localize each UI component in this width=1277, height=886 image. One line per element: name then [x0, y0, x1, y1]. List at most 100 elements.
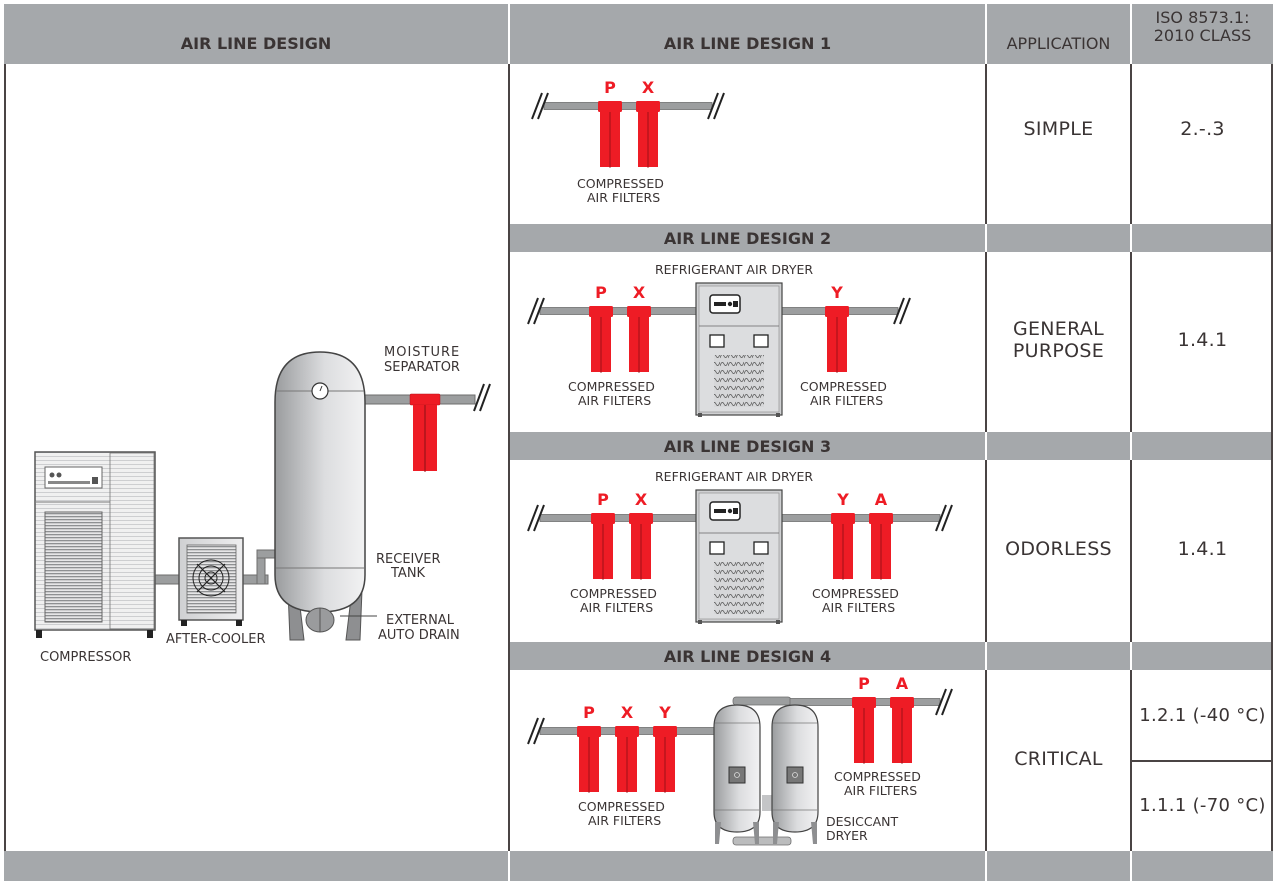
pipe [543, 102, 713, 110]
pipe-break-icon [893, 297, 911, 325]
filter-icon [890, 697, 914, 764]
filter-label-a: A [874, 490, 888, 509]
filter-label-x: X [620, 703, 634, 722]
filter-icon [577, 726, 601, 793]
application-simple: SIMPLE [1023, 118, 1094, 140]
filter-label-x: X [632, 283, 646, 302]
iso-split-line [1130, 760, 1273, 762]
filter-icon [636, 101, 660, 168]
divider-col2 [985, 64, 987, 224]
label-compressor: COMPRESSOR [40, 650, 132, 665]
iso-class-design-3: 1.4.1 [1177, 538, 1228, 560]
filter-icon [852, 697, 876, 764]
pipe-break-icon [707, 92, 725, 120]
divider-col1 [508, 64, 510, 851]
caption-compressed-d3: COMPRESSED [570, 586, 657, 601]
caption-compressed-right-d4: COMPRESSED [834, 769, 921, 784]
label-refrigerant-dryer-d2: REFRIGERANT AIR DRYER [655, 262, 814, 277]
border-right [1271, 64, 1273, 851]
pipe [732, 836, 792, 846]
filter-icon [591, 513, 615, 580]
caption-air-filters-right-d3: AIR FILTERS [822, 600, 896, 615]
iso-class-design-4a: 1.2.1 (-40 °C) [1139, 705, 1266, 726]
filter-label-y: Y [831, 283, 843, 302]
border-left [4, 64, 6, 851]
label-receiver-tank-1: RECEIVER [376, 552, 441, 567]
refrigerant-dryer-icon [695, 282, 783, 417]
pipe-break-icon [527, 504, 545, 532]
caption-compressed-right-d2: COMPRESSED [800, 379, 887, 394]
filter-label-p: P [597, 490, 609, 509]
moisture-separator-icon [409, 393, 441, 472]
pipe-break-icon [527, 297, 545, 325]
label-desiccant-dryer-2: DRYER [826, 828, 868, 843]
caption-air-filters-right-d4: AIR FILTERS [844, 783, 918, 798]
filter-icon [831, 513, 855, 580]
pipe-break-icon [531, 92, 549, 120]
caption-compressed-d4: COMPRESSED [578, 799, 665, 814]
filter-icon [615, 726, 639, 793]
receiver-tank-icon [274, 351, 377, 641]
header-application: APPLICATION [1006, 34, 1111, 53]
label-after-cooler: AFTER-COOLER [166, 632, 266, 647]
caption-air-filters-d2: AIR FILTERS [578, 393, 652, 408]
filter-icon [598, 101, 622, 168]
filter-icon [869, 513, 893, 580]
filter-icon [589, 306, 613, 373]
filter-label-p: P [604, 78, 616, 97]
caption-air-filters-d3: AIR FILTERS [580, 600, 654, 615]
filter-label-a: A [895, 674, 909, 693]
application-odorless: ODORLESS [1005, 538, 1112, 560]
application-general-1: GENERAL [1012, 318, 1105, 340]
footer-bar [4, 851, 1273, 881]
caption-compressed-right-d3: COMPRESSED [812, 586, 899, 601]
filter-label-p: P [583, 703, 595, 722]
label-desiccant-dryer-1: DESICCANT [826, 814, 899, 829]
caption-compressed-d2: COMPRESSED [568, 379, 655, 394]
filter-label-p: P [858, 674, 870, 693]
header-iso-class-2: 2010 CLASS [1153, 26, 1252, 45]
iso-class-design-4b: 1.1.1 (-70 °C) [1139, 795, 1266, 816]
header-air-line-design: AIR LINE DESIGN [180, 34, 332, 53]
iso-class-design-2: 1.4.1 [1177, 329, 1228, 351]
caption-air-filters-d4: AIR FILTERS [588, 813, 662, 828]
pipe-break-icon [935, 688, 953, 716]
label-moisture-1: MOISTURE [384, 345, 461, 360]
filter-label-y: Y [659, 703, 671, 722]
compressor-icon [34, 451, 156, 638]
label-drain-2: AUTO DRAIN [378, 628, 460, 643]
pipe [732, 696, 792, 706]
caption-compressed-d1: COMPRESSED [577, 176, 664, 191]
iso-class-design-1: 2.-.3 [1180, 118, 1225, 140]
header-iso-class-1: ISO 8573.1: [1155, 8, 1250, 27]
pipe-break-icon [527, 717, 545, 745]
header-row [4, 4, 1273, 64]
desiccant-tower-right-icon [771, 704, 819, 844]
label-drain-1: EXTERNAL [386, 613, 454, 628]
filter-icon [627, 306, 651, 373]
desiccant-tower-left-icon [713, 704, 761, 844]
divider-col3 [1130, 64, 1132, 224]
pipe-break-icon [473, 383, 491, 412]
section-bar-design-2 [510, 224, 1273, 252]
label-receiver-tank-2: TANK [391, 566, 426, 581]
filter-label-y: Y [837, 490, 849, 509]
section-bar-design-4 [510, 642, 1273, 670]
title-design-4: AIR LINE DESIGN 4 [663, 647, 832, 666]
header-air-line-design-1: AIR LINE DESIGN 1 [663, 34, 832, 53]
caption-air-filters-d1: AIR FILTERS [587, 190, 661, 205]
pipe [762, 795, 772, 811]
filter-icon [629, 513, 653, 580]
pipe-break-icon [935, 504, 953, 532]
title-design-3: AIR LINE DESIGN 3 [663, 437, 832, 456]
filter-label-x: X [641, 78, 655, 97]
after-cooler-icon [178, 537, 244, 626]
application-general-2: PURPOSE [1012, 340, 1105, 362]
application-critical: CRITICAL [1014, 748, 1103, 770]
filter-icon [825, 306, 849, 373]
filter-label-p: P [595, 283, 607, 302]
caption-air-filters-right-d2: AIR FILTERS [810, 393, 884, 408]
section-bar-design-3 [510, 432, 1273, 460]
